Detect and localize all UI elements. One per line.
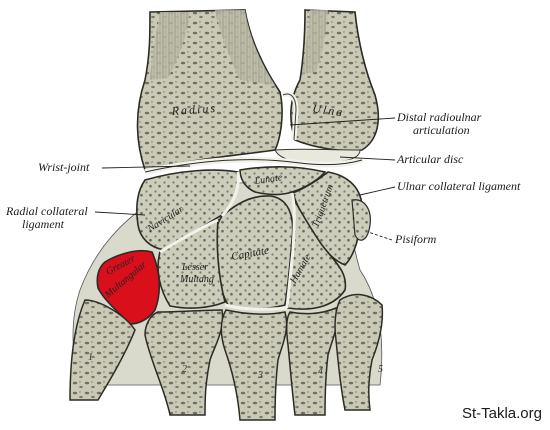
- metacarpal-4-bone: [285, 306, 338, 416]
- lunate-label: Lunate: [253, 172, 284, 187]
- label-distal-radioulnar-line2: articulation: [413, 123, 470, 137]
- radius-shaft-cortex: [150, 12, 190, 80]
- lesser-multang-label-line2: Multang: [179, 274, 214, 285]
- radius-label: Radius: [170, 101, 217, 118]
- watermark: St-Takla.org: [461, 405, 542, 422]
- metacarpal-1-number: 1: [88, 352, 93, 363]
- metacarpal-3-number: 3: [257, 370, 263, 381]
- intercarpal-joint-lines: [159, 171, 296, 311]
- label-articular-disc: Articular disc: [397, 152, 464, 166]
- ulna-label: Ulna: [312, 101, 346, 119]
- label-pisiform: Pisiform: [395, 232, 437, 246]
- label-radial-collateral-line1: Radial collateral: [6, 204, 88, 218]
- metacarpal-4-number: 4: [318, 366, 323, 377]
- label-wrist-joint: Wrist-joint: [38, 160, 90, 174]
- metacarpal-3-bone: [220, 309, 288, 421]
- leader-radial-collateral: [94, 211, 146, 216]
- radius-shaft-cortex: [215, 10, 275, 85]
- greater-multangular-bone[interactable]: [96, 249, 161, 325]
- metacarpal-1-bone: [69, 299, 136, 401]
- metacarpal-2-bone: [144, 309, 224, 416]
- leader-articular-disc: [339, 156, 396, 161]
- metacarpal-2-number: 2: [182, 364, 187, 375]
- pisiform-bone: [351, 199, 371, 241]
- label-radial-collateral: Radial collateral ligament: [6, 205, 88, 231]
- label-distal-radioulnar: Distal radioulnar articulation: [397, 111, 481, 137]
- leader-wrist-joint: [101, 165, 191, 169]
- label-ulnar-collateral: Ulnar collateral ligament: [397, 179, 521, 193]
- ulna-bone: [290, 9, 380, 152]
- articular-disc: [274, 148, 361, 164]
- leader-ulnar-collateral: [359, 186, 396, 196]
- label-distal-radioulnar-line1: Distal radioulnar: [397, 110, 482, 124]
- label-radial-collateral-line2: ligament: [22, 217, 64, 231]
- lesser-multang-label-line1: Lesser: [181, 262, 208, 273]
- leader-distal-radioulnar: [289, 117, 396, 126]
- metacarpal-5-number: 5: [378, 364, 383, 375]
- lunate-bone: [239, 166, 327, 196]
- metacarpal-5-bone: [334, 293, 384, 411]
- leader-pisiform: [367, 231, 393, 241]
- ulna-shaft-cortex: [302, 10, 328, 74]
